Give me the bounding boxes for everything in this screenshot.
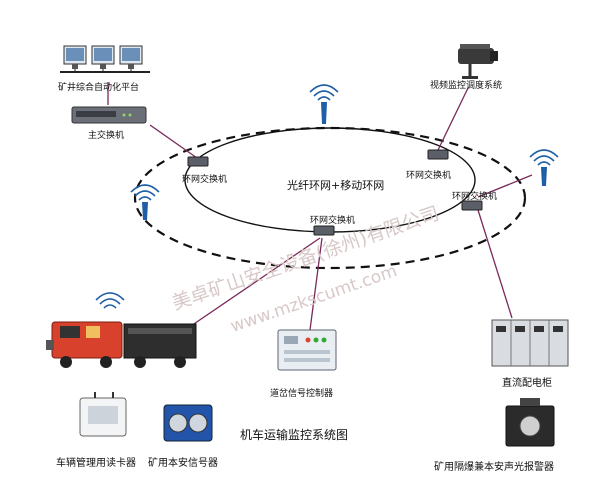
wifi-antenna-right-icon <box>529 149 559 186</box>
ring-switch-right-label: 环网交换机 <box>452 192 498 202</box>
card-reader-label: 车辆管理用读卡器 <box>56 458 136 469</box>
outer-wireless-ring <box>133 126 527 270</box>
platform-label: 矿井综合自动化平台 <box>58 83 140 93</box>
wifi-antenna-left-icon <box>130 184 160 220</box>
diagram-title: 机车运输监控系统图 <box>240 428 349 442</box>
link-video-to-ring-switch <box>437 87 469 151</box>
video-label: 视频监控调度系统 <box>430 81 503 91</box>
signal-controller-label: 道岔信号控制器 <box>270 389 334 399</box>
power-cabinet-icon <box>491 319 569 367</box>
link-ring-switch-to-wifi-right <box>477 174 533 198</box>
link-ring-switch-to-power <box>477 209 513 319</box>
platform-computers <box>60 45 150 73</box>
ring-switch-left-label: 环网交换机 <box>182 175 228 185</box>
camera-icon <box>458 44 498 79</box>
signal-light-icon <box>163 404 213 442</box>
link-ring-switch-to-loco <box>184 237 321 331</box>
signal-controller-icon <box>277 329 337 371</box>
link-ring-switch-to-controller <box>309 237 323 331</box>
ring-switch-right-icon <box>461 200 483 211</box>
connection-lines <box>107 82 533 331</box>
ring-switch-top-right-icon <box>427 149 449 160</box>
main-switch-icon <box>71 106 147 124</box>
alarm-label: 矿用隔爆兼本安声光报警器 <box>434 462 554 473</box>
link-main-to-ring-switch <box>149 124 198 159</box>
power-cabinet-label: 直流配电柜 <box>502 378 552 389</box>
center-label: 光纤环网+移动环网 <box>287 179 385 192</box>
wifi-antenna-loco-icon <box>95 292 125 309</box>
wifi-antenna-top-icon <box>309 84 339 124</box>
ring-switch-left-icon <box>187 156 209 167</box>
ring-switch-bottom-icon <box>313 225 335 236</box>
signal-light-label: 矿用本安信号器 <box>148 458 218 469</box>
alarm-icon <box>505 398 555 447</box>
ring-switch-top-right-label: 环网交换机 <box>406 171 452 181</box>
ring-switch-bottom-label: 环网交换机 <box>310 216 356 226</box>
main-switch-label: 主交换机 <box>88 131 125 141</box>
locomotive-icon <box>46 321 197 368</box>
card-reader-icon <box>79 392 127 437</box>
